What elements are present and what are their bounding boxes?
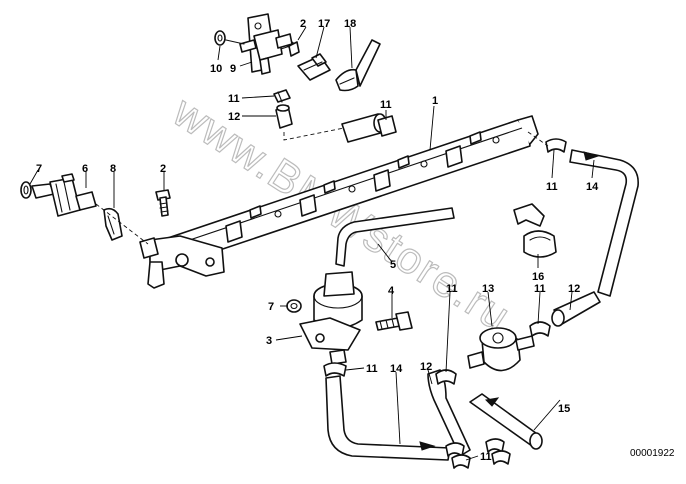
- clip-8: [103, 207, 123, 241]
- connector-17: [297, 53, 331, 81]
- injector-line: [95, 203, 149, 245]
- callout-11-bottom: 11: [480, 451, 492, 463]
- washer-7-lower: [286, 299, 302, 313]
- pressure-regulator-3: [299, 271, 363, 365]
- callout-8: 8: [110, 163, 116, 175]
- solenoid-valve: [225, 13, 293, 75]
- hose-14-upper: [569, 149, 639, 297]
- bolt-4: [375, 311, 413, 331]
- hose-12-lower: [427, 369, 471, 457]
- connection-line-upper: [283, 127, 345, 141]
- callout-2-mid: 2: [160, 163, 166, 175]
- callout-11-damper-left: 11: [446, 283, 458, 295]
- reference-number: 00001922: [630, 448, 675, 459]
- callout-11-regulator: 11: [366, 363, 378, 375]
- clamp-11-damper-right: [529, 321, 551, 337]
- callout-labels: 2 17 18 10 9 11 12 11 1 7 6 8 2 5 4 7 3 …: [36, 18, 599, 463]
- callout-7-left: 7: [36, 163, 42, 175]
- hose-12-right: [551, 291, 601, 327]
- clamps-11-bottom: [445, 438, 511, 469]
- callout-4: 4: [388, 285, 395, 297]
- screw-mid: [155, 189, 171, 217]
- clamp-11-regulator: [323, 362, 347, 377]
- bracket-16: [513, 203, 557, 258]
- fuel-injector-6: [31, 173, 97, 217]
- callout-9: 9: [230, 63, 236, 75]
- callout-11-right: 11: [546, 181, 558, 193]
- callout-14-lower: 14: [390, 363, 403, 375]
- callout-5: 5: [390, 259, 396, 271]
- callout-1: 1: [432, 95, 438, 107]
- rail-hose-segment: [341, 113, 397, 143]
- clamp-11-right: [545, 138, 567, 153]
- callout-10: 10: [210, 63, 222, 75]
- callout-14-upper: 14: [586, 181, 599, 193]
- callout-17: 17: [318, 18, 330, 30]
- pulsation-damper-13: [467, 327, 535, 372]
- fuel-rail: [139, 115, 539, 289]
- callout-11-damper-right: 11: [534, 283, 546, 295]
- rubber-boot-18: [335, 39, 381, 92]
- callout-3: 3: [266, 335, 272, 347]
- callout-12-upper: 12: [228, 111, 240, 123]
- callout-12-right: 12: [568, 283, 580, 295]
- callout-16: 16: [532, 271, 544, 283]
- callout-11-rail: 11: [380, 99, 392, 111]
- pipe-5: [335, 207, 455, 267]
- o-ring-7-left: [20, 181, 32, 199]
- callout-2-top: 2: [300, 18, 306, 30]
- hose-12-upper: [275, 104, 293, 129]
- callout-18: 18: [344, 18, 356, 30]
- callout-7-lower: 7: [268, 301, 274, 313]
- callout-6: 6: [82, 163, 88, 175]
- hose-15: [469, 393, 543, 450]
- callout-13: 13: [482, 283, 494, 295]
- clamp-11-upper: [273, 89, 291, 103]
- callout-15: 15: [558, 403, 570, 415]
- washer-10: [214, 30, 226, 46]
- callout-leaders: [29, 26, 595, 461]
- callout-12-lower: 12: [420, 361, 432, 373]
- callout-11-upper: 11: [228, 93, 240, 105]
- clamp-11-damper-left: [435, 369, 457, 385]
